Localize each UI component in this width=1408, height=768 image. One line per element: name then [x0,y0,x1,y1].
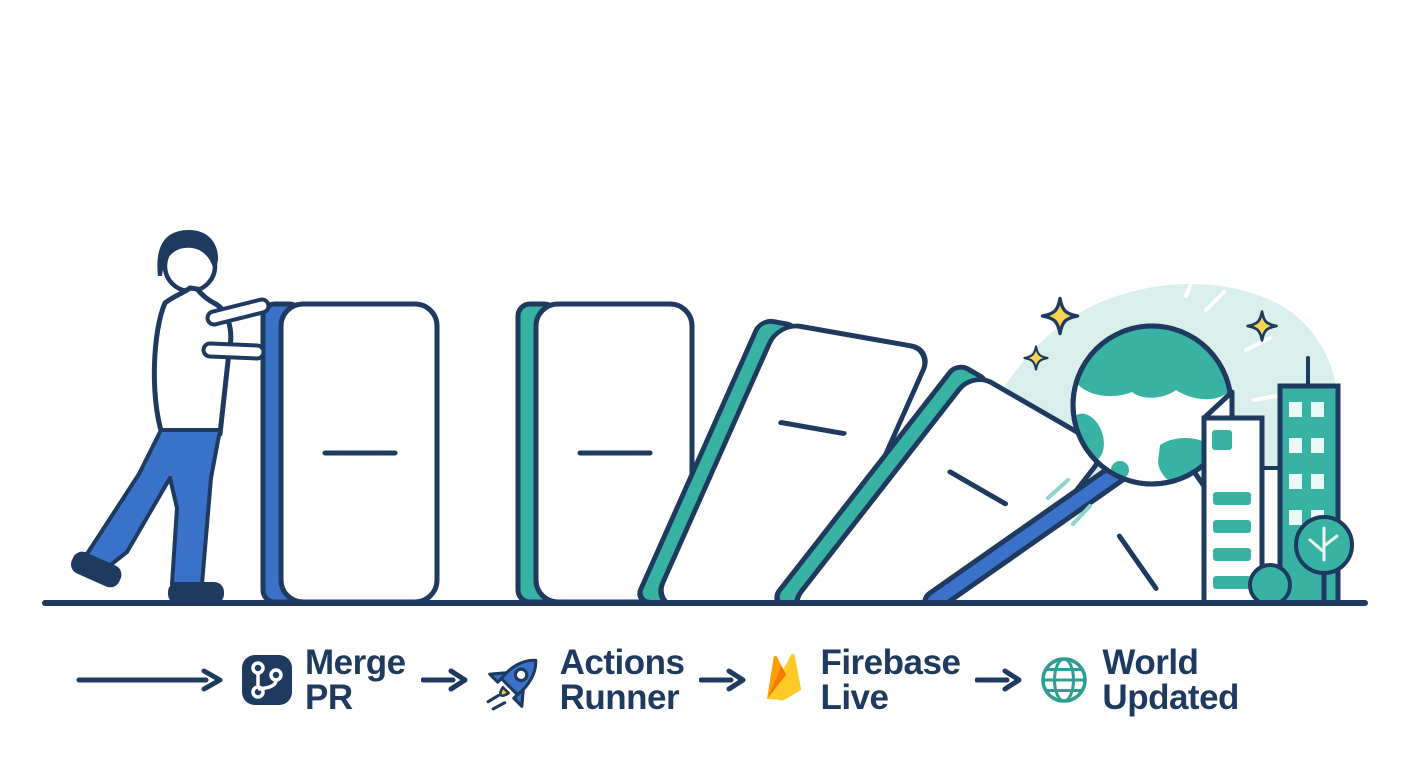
domino-dash-mark [1116,533,1159,591]
step-label-line2: Live [820,678,889,717]
step-label: Merge PR [305,645,406,715]
step-label-line2: Runner [559,678,680,717]
flow-arrow-icon [420,668,468,692]
person-arms [201,297,271,361]
rocket-icon [486,658,537,711]
firebase-icon [767,653,802,701]
step-label: Firebase Live [820,645,960,715]
domino-standing-2 [515,301,695,605]
step-label-line1: Actions [559,643,685,682]
step-firebase-live: Firebase Live [762,645,961,715]
domino-dash-mark [778,420,847,436]
building-window-square [1212,430,1232,450]
flow-arrow-icon [975,668,1022,692]
step-merge-pr: Merge PR [241,645,406,715]
bush [1248,563,1292,607]
flow-arrow-icon [76,668,223,692]
illustration-canvas [0,230,1408,620]
flow-arrow-icon [699,668,746,692]
person-hair [157,230,218,276]
globe-rays [1046,274,1278,526]
step-label-line2: PR [305,678,353,717]
sparkle-icon [1023,345,1049,371]
step-world-updated: World Updated [1038,645,1239,715]
domino-standing-1 [260,301,440,605]
building-window-bars [1213,492,1251,589]
sparkle-icon [1246,310,1278,342]
sparkle-icon [1040,296,1080,336]
tree-icon [1294,515,1354,607]
step-label-line1: World [1102,643,1199,682]
person-pushing-domino [70,230,271,604]
person-shoes [70,551,224,604]
step-label-line1: Merge [305,643,406,682]
person-pants [83,428,222,586]
step-label: Actions Runner [560,645,685,715]
step-actions-runner: Actions Runner [484,645,685,715]
git-branch-icon [242,655,292,705]
globe-icon [1041,657,1088,703]
globe-illustration [1070,323,1234,487]
ground-mask [0,606,1408,620]
pipeline-caption: Merge PR Actions Runner [76,628,1239,732]
step-label: World Updated [1102,645,1239,715]
step-label-line2: Updated [1102,678,1239,717]
building-roof [1201,389,1235,421]
step-label-line1: Firebase [820,643,961,682]
domino-dash-mark [947,469,1009,507]
city-buildings [1201,356,1354,609]
